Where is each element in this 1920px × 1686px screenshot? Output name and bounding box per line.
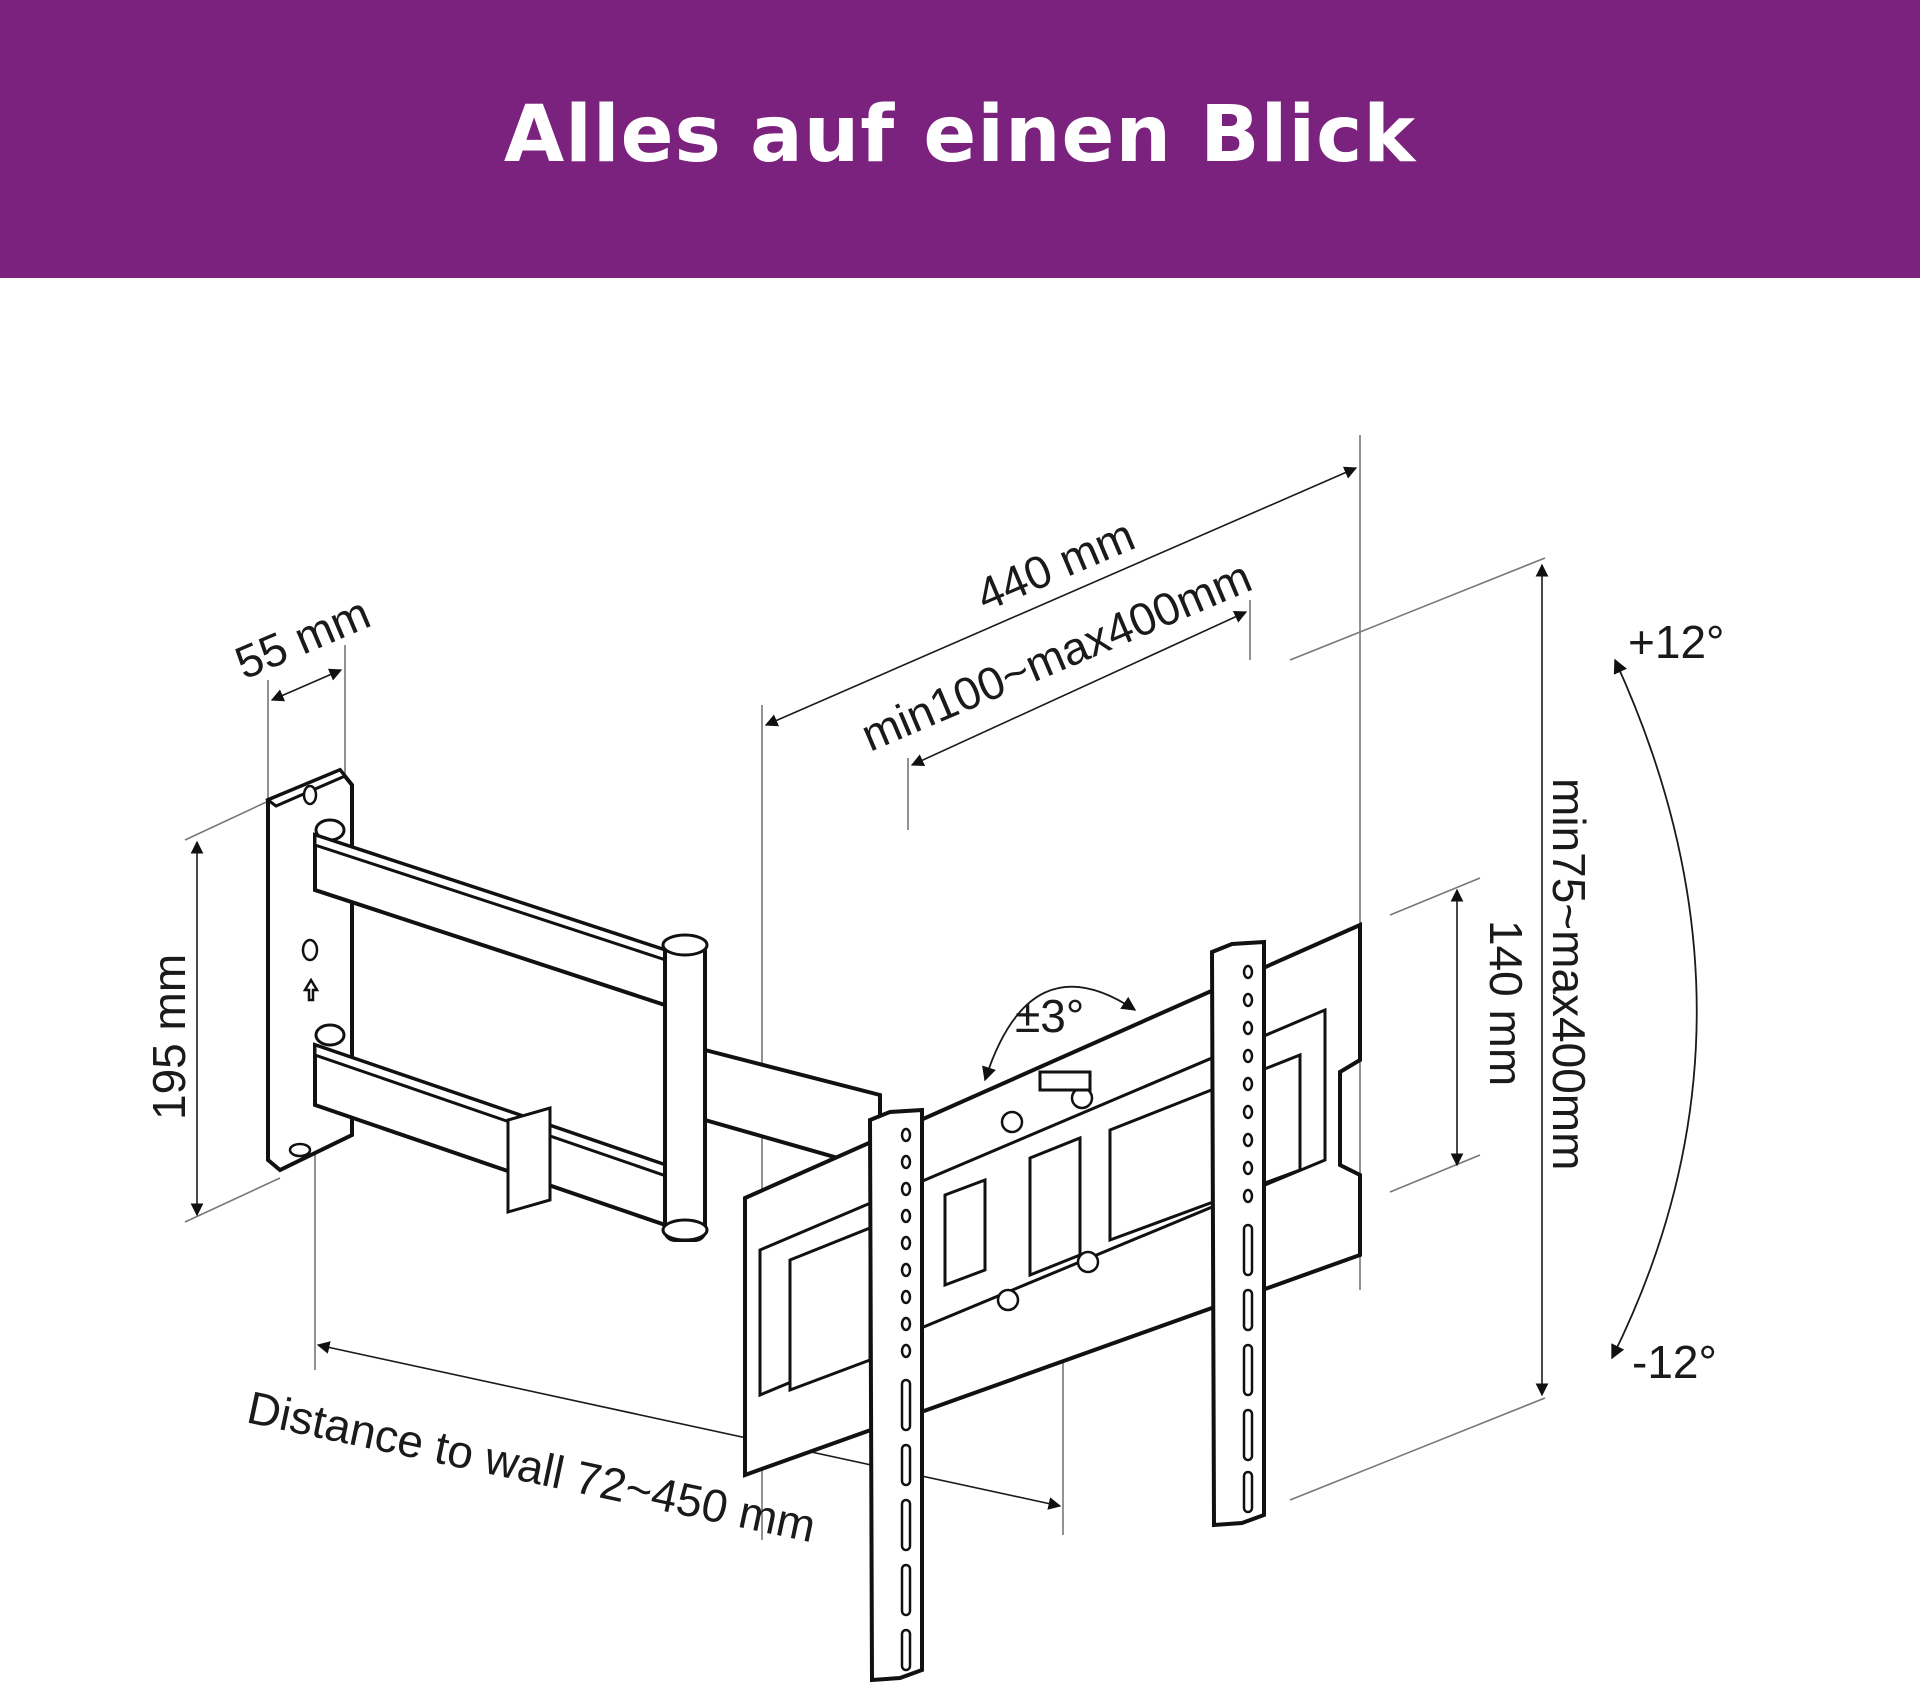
dimension-lines (184, 435, 1698, 1540)
label-55mm: 55 mm (228, 586, 378, 689)
vertical-rail-left (867, 1107, 924, 1683)
vertical-rail-right (1209, 939, 1266, 1528)
label-140mm: 140 mm (1480, 920, 1532, 1086)
swing-arms (313, 832, 882, 1242)
page-title: Alles auf einen Blick (503, 90, 1417, 180)
label-swivel: ±3° (1015, 990, 1084, 1042)
label-195mm: 195 mm (143, 954, 195, 1120)
label-tilt-down: -12° (1632, 1336, 1717, 1388)
label-tilt-up: +12° (1628, 616, 1724, 668)
wall-mount-diagram: 440 mm min100~max400mm 55 mm 195 mm 140 … (143, 435, 1724, 1683)
header-banner: Alles auf einen Blick (0, 0, 1920, 278)
label-distance-to-wall: Distance to wall 72~450 mm (243, 1381, 820, 1552)
label-vesa-vertical: min75~max400mm (1543, 778, 1595, 1170)
